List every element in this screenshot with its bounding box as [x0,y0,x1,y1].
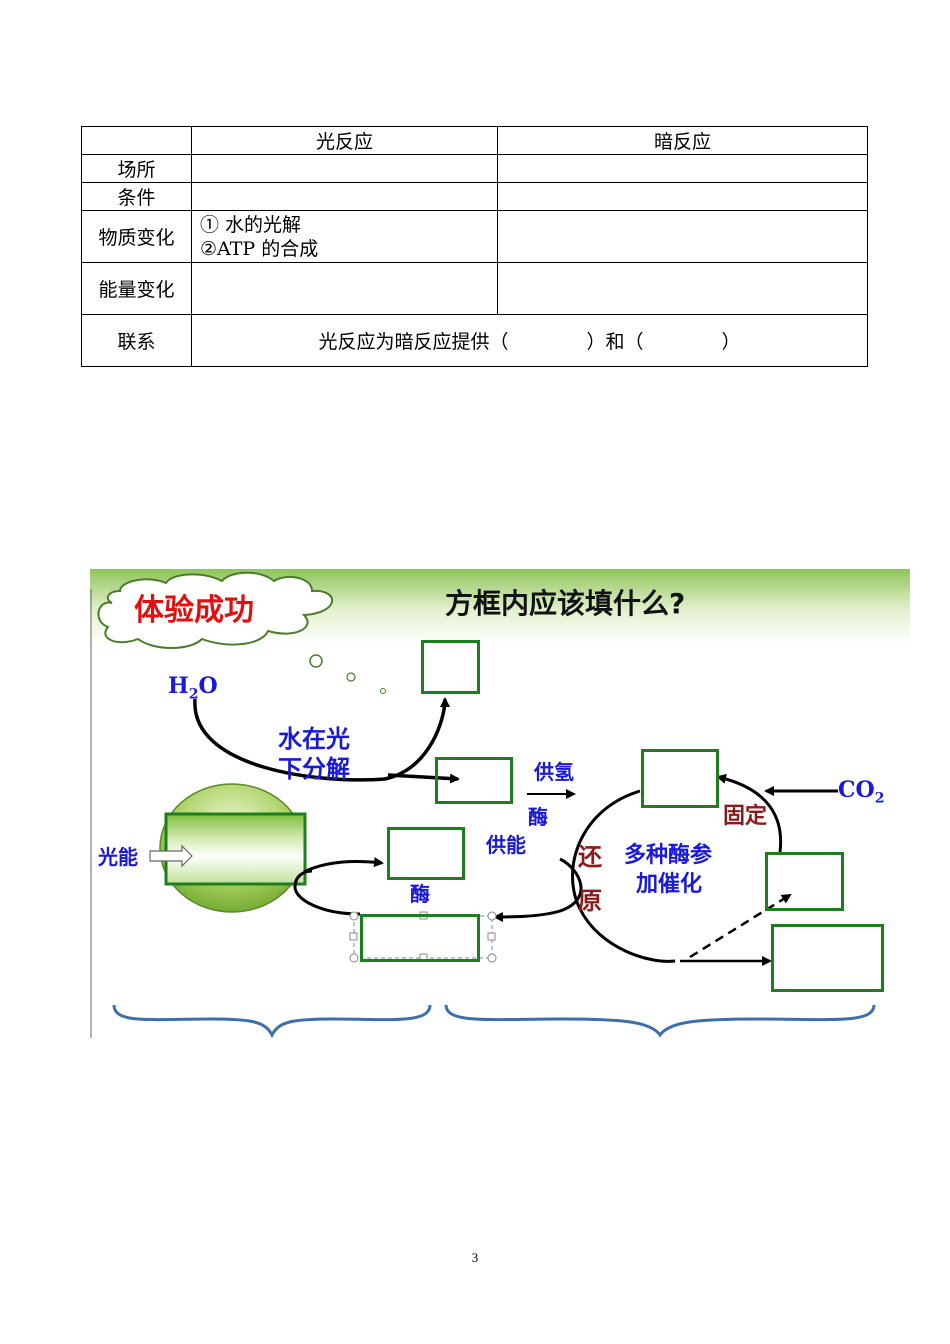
header-dark-reaction: 暗反应 [497,126,868,155]
reduction-label-1: 还 [578,843,602,871]
link-text-c: ） [721,331,741,353]
selection-handle [487,953,497,963]
reduction-label-2: 原 [578,887,602,915]
thought-bubble-1 [309,654,323,668]
cell-condition-light [191,182,498,211]
atp-return-curve [493,857,583,922]
brace-dark [444,1004,876,1038]
water-split-label-2: 下分解 [278,755,350,783]
material-item-1: ① 水的光解 [200,213,302,236]
table-row: 场所 [81,154,868,183]
fixation-arc [716,773,783,853]
many-enzymes-label-2: 加催化 [636,872,703,897]
row-label-energy: 能量变化 [81,262,192,315]
regeneration-arrow [689,893,792,959]
adp-curve [293,869,361,916]
cell-energy-light [191,262,498,315]
thought-bubble-3 [380,688,386,694]
co2-label: CO2 [838,777,884,807]
cloud-title: 体验成功 [134,593,254,628]
answer-box-nadph[interactable] [435,757,513,804]
link-text-b: ）和（ [586,331,644,353]
answer-box-sugar[interactable] [771,924,884,992]
thought-cloud [97,571,333,649]
thought-bubble-2 [346,672,356,682]
question-title: 方框内应该填什么? [445,587,686,620]
calvin-cycle-arc [571,789,676,963]
row-label-material: 物质变化 [81,210,192,263]
photosynthesis-diagram: 体验成功 方框内应该填什么? H2O 水在光 下分解 光能 供氢 酶 供能 酶 … [90,569,910,1038]
table-row: 物质变化 ① 水的光解 ②ATP 的合成 [81,210,868,263]
row-label-condition: 条件 [81,182,192,211]
cell-site-dark [497,154,868,183]
thylakoid-box [164,812,307,886]
co2-subscript: 2 [874,790,885,807]
selection-handle [349,911,359,921]
comparison-table: 光反应 暗反应 场所 条件 物质变化 ① 水的光解 ②ATP 的合成 能量变化 … [81,126,868,367]
enzyme-label-2: 酶 [410,882,430,906]
material-item-2: ②ATP 的合成 [200,237,319,260]
supply-h-label: 供氢 [534,760,574,784]
water-split-curve [193,697,450,782]
table-row: 条件 [81,182,868,211]
selection-handle [487,911,497,921]
header-light-reaction: 光反应 [191,126,498,155]
page-number: 3 [471,1250,479,1265]
water-split-branch [387,773,460,784]
supply-energy-label: 供能 [486,833,526,857]
cell-material-light: ① 水的光解 ②ATP 的合成 [191,210,498,263]
table-header-row: 光反应 暗反应 [81,126,868,155]
answer-box-oxygen[interactable] [421,640,480,694]
water-split-label-1: 水在光 [278,725,350,753]
h2o-label: H2O [168,673,218,703]
brace-light [112,1004,432,1038]
h2o-h: H [168,673,189,699]
header-empty-cell [81,126,192,155]
table-row: 能量变化 [81,262,868,315]
answer-box-c3[interactable] [641,749,719,808]
cell-condition-dark [497,182,868,211]
many-enzymes-label-1: 多种酶参 [624,843,713,868]
table-row: 联系 光反应为暗反应提供（ ）和（ ） [81,314,868,367]
co2-main: CO [838,777,875,803]
light-energy-label: 光能 [98,845,138,869]
h2o-subscript: 2 [188,686,199,703]
row-label-link: 联系 [81,314,192,367]
cell-material-dark [497,210,868,263]
selection-handle [487,932,496,941]
cell-energy-dark [497,262,868,315]
fixation-label: 固定 [723,804,768,829]
atp-formation-curve [303,857,384,874]
selection-handle [349,932,358,941]
answer-box-adp[interactable] [360,914,480,962]
cell-site-light [191,154,498,183]
selection-handle [349,953,359,963]
light-energy-arrow [149,844,193,868]
cell-link: 光反应为暗反应提供（ ）和（ ） [191,314,868,367]
row-label-site: 场所 [81,154,192,183]
answer-box-c5[interactable] [765,852,844,911]
enzyme-label-1: 酶 [528,805,548,829]
h2o-o: O [198,673,218,699]
answer-box-atp[interactable] [387,827,465,880]
diagram-graphics [90,569,910,1038]
link-text-a: 光反应为暗反应提供（ [318,331,509,353]
